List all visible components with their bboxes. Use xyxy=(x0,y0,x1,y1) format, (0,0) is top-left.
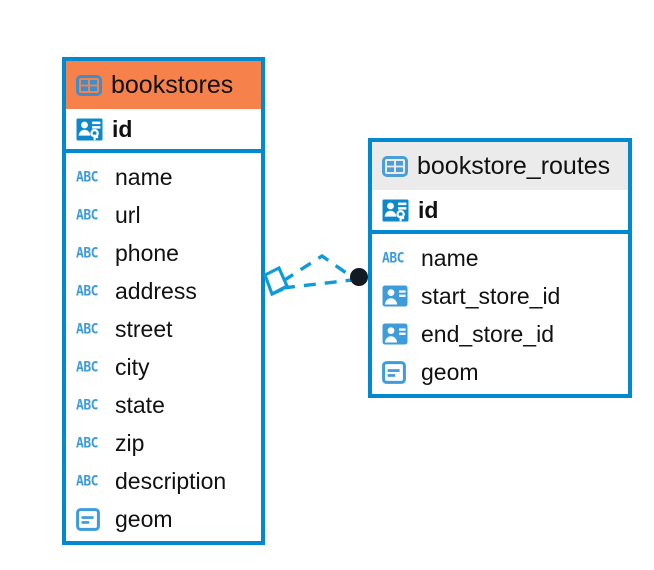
abc-icon: ABC xyxy=(76,206,98,224)
field-row-name[interactable]: ABC name xyxy=(372,239,628,277)
field-name: zip xyxy=(115,429,145,456)
relationship-line-upper xyxy=(282,253,353,283)
entity-title: bookstores xyxy=(111,70,234,99)
primary-key-icon xyxy=(76,117,103,142)
field-name: phone xyxy=(115,239,179,266)
foreign-key-icon xyxy=(382,285,412,307)
abc-icon: ABC xyxy=(76,472,98,490)
field-row-id[interactable]: id xyxy=(372,190,628,234)
abc-icon: ABC xyxy=(76,396,98,414)
field-name: id xyxy=(418,196,439,223)
field-row-zip[interactable]: ABC zip xyxy=(66,424,261,462)
field-row-phone[interactable]: ABC phone xyxy=(66,234,261,272)
filled-circle-marker xyxy=(350,268,368,286)
field-list-bookstores: ABC name ABC url ABC phone ABC address A… xyxy=(66,153,261,542)
field-row-geom[interactable]: geom xyxy=(372,353,628,391)
field-name: city xyxy=(115,353,150,380)
field-name: id xyxy=(112,115,133,142)
field-row-description[interactable]: ABC description xyxy=(66,462,261,500)
field-row-state[interactable]: ABC state xyxy=(66,386,261,424)
field-row-name[interactable]: ABC name xyxy=(66,158,261,196)
field-name: geom xyxy=(115,505,173,532)
diamond-outline-marker xyxy=(263,265,290,297)
field-row-geom[interactable]: geom xyxy=(66,500,261,538)
abc-icon: ABC xyxy=(76,282,98,300)
primary-key-icon xyxy=(382,198,409,223)
field-name: start_store_id xyxy=(421,282,561,309)
entity-header-bookstores[interactable]: bookstores xyxy=(66,61,261,109)
relationship-line-lower xyxy=(282,278,353,290)
abc-icon: ABC xyxy=(76,434,98,452)
table-icon xyxy=(76,74,102,96)
field-name: end_store_id xyxy=(421,320,554,347)
field-row-street[interactable]: ABC street xyxy=(66,310,261,348)
field-name: description xyxy=(115,467,227,494)
entity-bookstores[interactable]: bookstores id ABC name xyxy=(62,57,265,545)
foreign-key-icon xyxy=(382,323,412,345)
field-name: address xyxy=(115,277,197,304)
table-icon xyxy=(382,155,408,177)
field-name: name xyxy=(115,163,173,190)
field-row-end-store-id[interactable]: end_store_id xyxy=(372,315,628,353)
field-row-address[interactable]: ABC address xyxy=(66,272,261,310)
abc-icon: ABC xyxy=(76,244,98,262)
field-list-bookstore-routes: ABC name start_store_id xyxy=(372,234,628,395)
abc-icon: ABC xyxy=(76,168,98,186)
entity-title: bookstore_routes xyxy=(417,151,611,180)
field-row-url[interactable]: ABC url xyxy=(66,196,261,234)
geometry-icon xyxy=(76,507,106,531)
entity-bookstore-routes[interactable]: bookstore_routes id ABC name xyxy=(368,138,632,398)
field-row-start-store-id[interactable]: start_store_id xyxy=(372,277,628,315)
abc-icon: ABC xyxy=(76,358,98,376)
field-name: street xyxy=(115,315,173,342)
field-name: url xyxy=(115,201,141,228)
geometry-icon xyxy=(382,360,412,384)
field-name: state xyxy=(115,391,165,418)
field-name: geom xyxy=(421,358,479,385)
field-row-id[interactable]: id xyxy=(66,109,261,153)
abc-icon: ABC xyxy=(76,320,98,338)
entity-header-bookstore-routes[interactable]: bookstore_routes xyxy=(372,142,628,190)
field-name: name xyxy=(421,244,479,271)
abc-icon: ABC xyxy=(382,249,404,267)
field-row-city[interactable]: ABC city xyxy=(66,348,261,386)
